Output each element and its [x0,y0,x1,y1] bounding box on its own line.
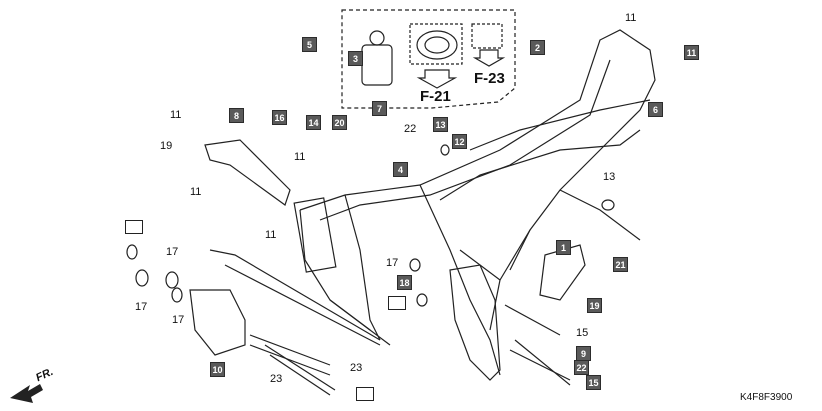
part-box-11a: 11 [684,45,699,60]
ref-fuel-section: F-21 [420,88,451,105]
part-box-21: 21 [613,257,628,272]
blank-box [125,220,143,234]
part-box-3: 3 [348,51,363,66]
part-label: 17 [386,257,399,269]
part-box-2: 2 [530,40,545,55]
part-label: 11 [170,109,182,121]
part-box-14: 18 [397,275,412,290]
diagram-code: K4F8F3900 [740,392,793,403]
direction-arrow-icon [10,384,43,403]
part-box-6: 5 [302,37,317,52]
part-box-16: 14 [306,115,321,130]
part-box-22: 20 [332,115,347,130]
ref-side-section: F-23 [474,70,505,87]
part-box-1: 1 [556,240,571,255]
part-label: 22 [404,123,417,135]
blank-box [356,387,374,401]
part-box-13: 13 [433,117,448,132]
part-label: 11 [294,151,306,163]
part-label: 11 [625,12,637,24]
part-box-7: 6 [648,102,663,117]
part-label: 11 [265,229,277,241]
part-box-10: 10 [210,362,225,377]
blank-box [388,296,406,310]
part-box-4: 4 [393,162,408,177]
part-box-5: 7 [372,101,387,116]
part-label: 19 [160,140,173,152]
part-label: 11 [190,186,202,198]
part-box-18: 19 [587,298,602,313]
part-label: 15 [576,327,589,339]
part-box-20: 22 [574,360,589,375]
part-label: 17 [135,301,148,313]
part-box-8: 8 [229,108,244,123]
part-label: 23 [270,373,283,385]
part-box-9: 9 [576,346,591,361]
part-label: 23 [350,362,363,374]
part-box-12: 12 [452,134,467,149]
part-box-19: 16 [272,110,287,125]
part-label: 17 [166,246,179,258]
part-box-15: 15 [586,375,601,390]
part-label: 17 [172,314,185,326]
part-label: 13 [603,171,616,183]
